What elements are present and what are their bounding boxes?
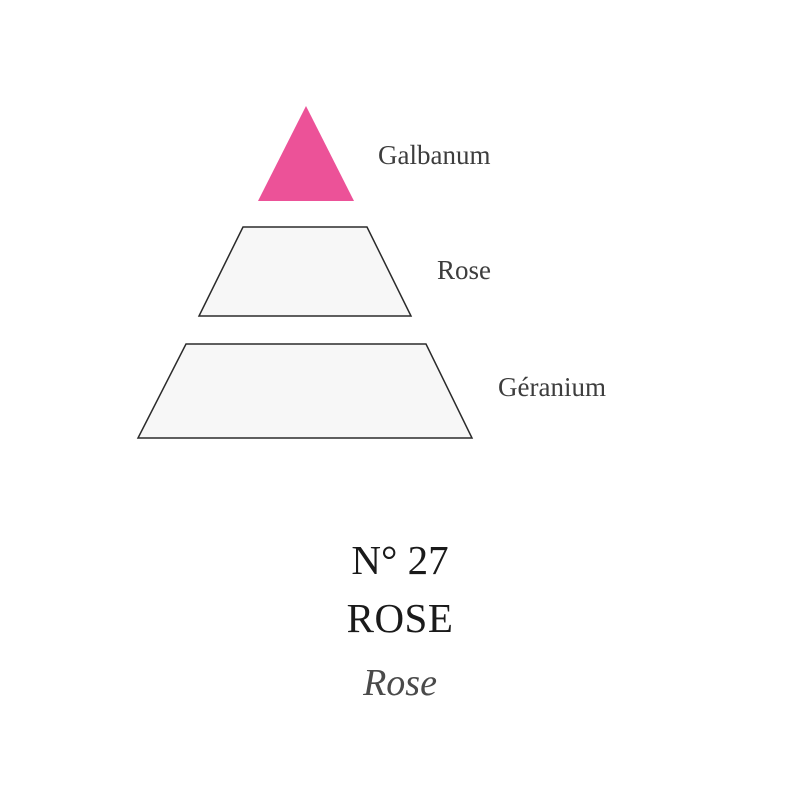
product-name: ROSE (346, 595, 454, 641)
product-subname: Rose (363, 662, 437, 704)
top-note-label: Galbanum (378, 140, 491, 170)
product-number: N° 27 (351, 537, 449, 583)
base-note-label: Géranium (498, 372, 606, 402)
heart-note-label: Rose (437, 255, 491, 285)
top-note-triangle (258, 106, 354, 201)
base-note-trapezoid (136, 343, 474, 439)
heart-note-trapezoid (197, 226, 413, 317)
